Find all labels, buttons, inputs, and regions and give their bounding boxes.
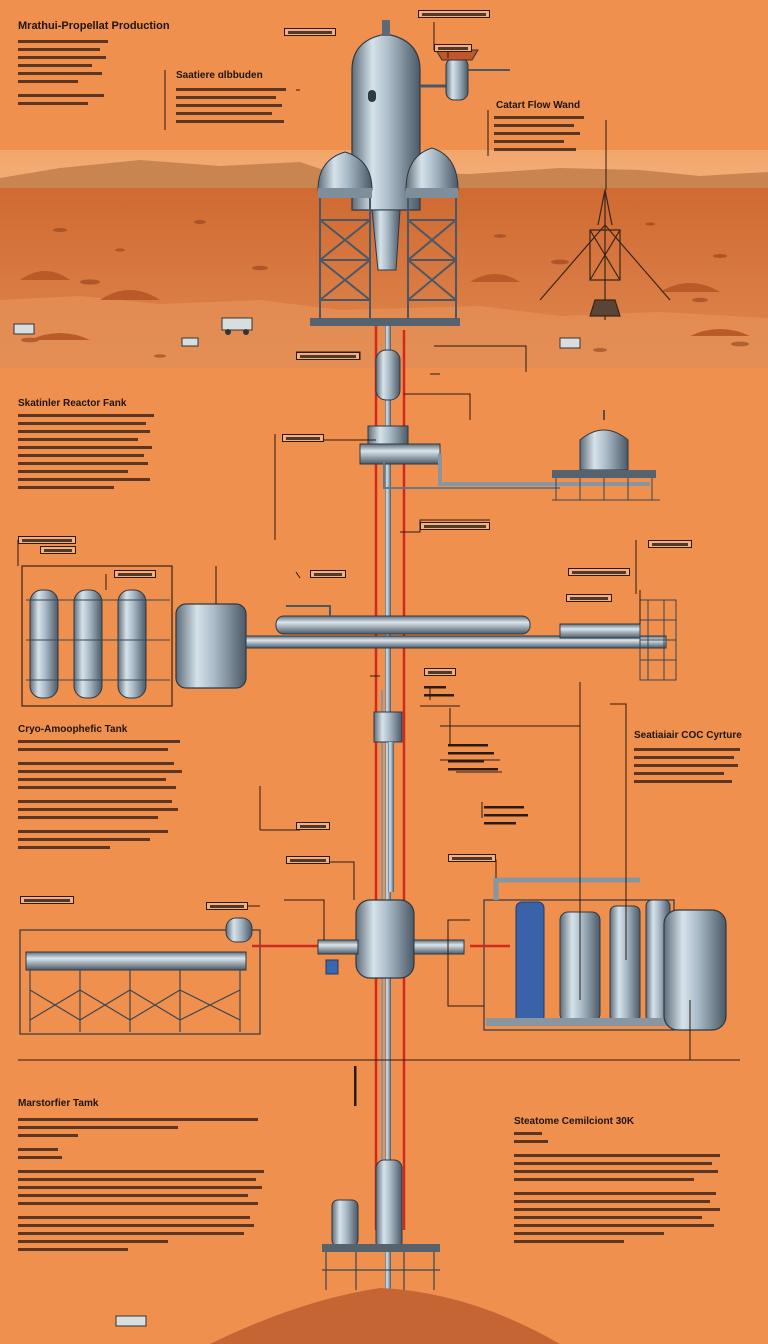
text-block-flow xyxy=(494,116,586,156)
callout-tag xyxy=(434,44,472,52)
callout-tag xyxy=(648,540,692,548)
main-reactor-tower xyxy=(310,20,510,326)
callout-tag xyxy=(566,594,612,602)
callout-tag xyxy=(296,822,330,830)
callout-tag xyxy=(18,536,76,544)
text-block-reactor xyxy=(18,414,156,494)
text-block-combustion xyxy=(514,1132,726,1248)
text-block-cryo xyxy=(18,740,186,854)
central-separator xyxy=(373,711,403,892)
label-co2-capture: Seatiaiair COC Cyrture xyxy=(634,730,742,741)
callout-tag xyxy=(424,668,456,676)
electrolysis-module xyxy=(19,917,370,1035)
rover-left xyxy=(221,317,253,335)
callout-tag xyxy=(418,10,490,18)
label-cryo-tank: Cryo-Amoophefic Tank xyxy=(18,724,128,735)
callout-tag xyxy=(206,902,248,910)
text-block-station xyxy=(176,88,288,128)
callout-tag xyxy=(448,854,496,862)
label-reactor-tank: Skatinler Reactor Fank xyxy=(18,398,127,409)
callout-tag xyxy=(420,522,490,530)
text-block-storage xyxy=(18,1118,268,1256)
label-storage-tank: Marstorfier Tamk xyxy=(18,1098,99,1109)
callout-tag xyxy=(568,568,630,576)
horizontal-process-line xyxy=(175,599,677,689)
label-flow-wand: Catart Flow Wand xyxy=(496,100,581,111)
base-station xyxy=(115,1159,560,1344)
callout-tag xyxy=(20,896,74,904)
text-block-top-left xyxy=(18,40,110,110)
antenna-mast xyxy=(539,189,671,320)
callout-tag xyxy=(114,570,156,578)
callout-tag xyxy=(282,434,324,442)
storage-dome-platform xyxy=(552,410,660,501)
callout-tag xyxy=(284,28,336,36)
callout-tag xyxy=(40,546,76,554)
callout-tag xyxy=(296,352,360,360)
co2-capture-plant xyxy=(470,877,727,1031)
callout-tag xyxy=(286,856,330,864)
label-combustion: Steatome Cemilciont 30K xyxy=(514,1116,635,1127)
gauge-stack-center xyxy=(354,686,528,1106)
label-station-production: Saatiere ɑlbbuden xyxy=(176,70,263,81)
page-title: Mrathui-Propellat Production xyxy=(18,20,170,32)
callout-tag xyxy=(310,570,346,578)
cryo-tank-array xyxy=(21,565,173,707)
rover-small xyxy=(13,323,581,349)
text-block-co2 xyxy=(634,748,744,788)
mixing-vessel xyxy=(317,899,465,979)
